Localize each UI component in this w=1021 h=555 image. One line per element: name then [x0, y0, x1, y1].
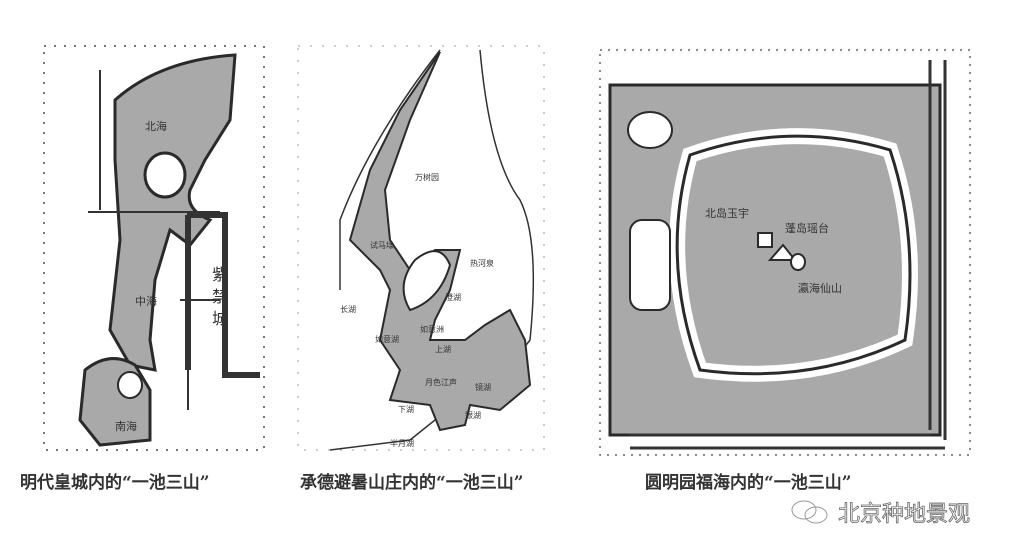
caption-ming: 明代皇城内的“一池三山” — [20, 473, 210, 493]
watermark-text: 北京种地景观 — [838, 502, 971, 528]
label-ruyihu: 如意湖 — [375, 334, 399, 344]
label-palace-1: 紫 — [212, 265, 228, 284]
label-middle-sea: 中海 — [135, 294, 157, 308]
island-yinghai — [790, 253, 806, 271]
label-penglai: 蓬岛瑶台 — [785, 221, 829, 235]
label-yinhu: 银湖 — [465, 410, 481, 420]
map-chengde-summer-resort: 万树园 试马埭 热河泉 长湖 澄湖 如意洲 如意湖 上湖 月色江声 镜湖 银湖 … — [297, 45, 545, 451]
caption-yuanmingyuan: 圆明园福海内的“一池三山” — [645, 473, 852, 493]
label-palace-2: 禁 — [212, 287, 228, 306]
label-jinghu: 镜湖 — [475, 382, 491, 392]
island-beidao — [757, 232, 773, 248]
label-shima: 试马埭 — [370, 240, 394, 250]
map-ming-imperial-city: 北海 中海 南海 紫 禁 城 — [43, 45, 265, 451]
label-yinghai: 瀛海仙山 — [798, 281, 842, 295]
label-yuese: 月色江声 — [425, 377, 457, 387]
label-wanshu: 万树园 — [415, 172, 439, 182]
label-north-sea: 北海 — [145, 119, 167, 133]
label-beidao: 北岛玉宇 — [705, 206, 749, 220]
caption-chengde: 承德避暑山庄内的“一池三山” — [300, 473, 524, 493]
label-banyue: 半月湖 — [390, 438, 414, 448]
label-palace-3: 城 — [212, 309, 228, 328]
map-yuanmingyuan-fuhai: 北岛玉宇 蓬岛瑶台 瀛海仙山 — [599, 49, 971, 456]
wechat-icon — [791, 500, 828, 524]
watermark: 北京种地景观 — [790, 496, 970, 528]
forbidden-city-wall — [185, 212, 260, 378]
label-rehe: 热河泉 — [470, 258, 494, 268]
label-south-sea: 南海 — [115, 419, 137, 433]
label-shanghu: 上湖 — [435, 345, 451, 354]
label-chenghu: 澄湖 — [445, 292, 461, 302]
label-ruyizhou: 如意洲 — [420, 324, 444, 334]
island-penglai — [767, 243, 798, 261]
label-changhu: 长湖 — [340, 304, 356, 314]
label-xiahu: 下湖 — [398, 405, 414, 414]
